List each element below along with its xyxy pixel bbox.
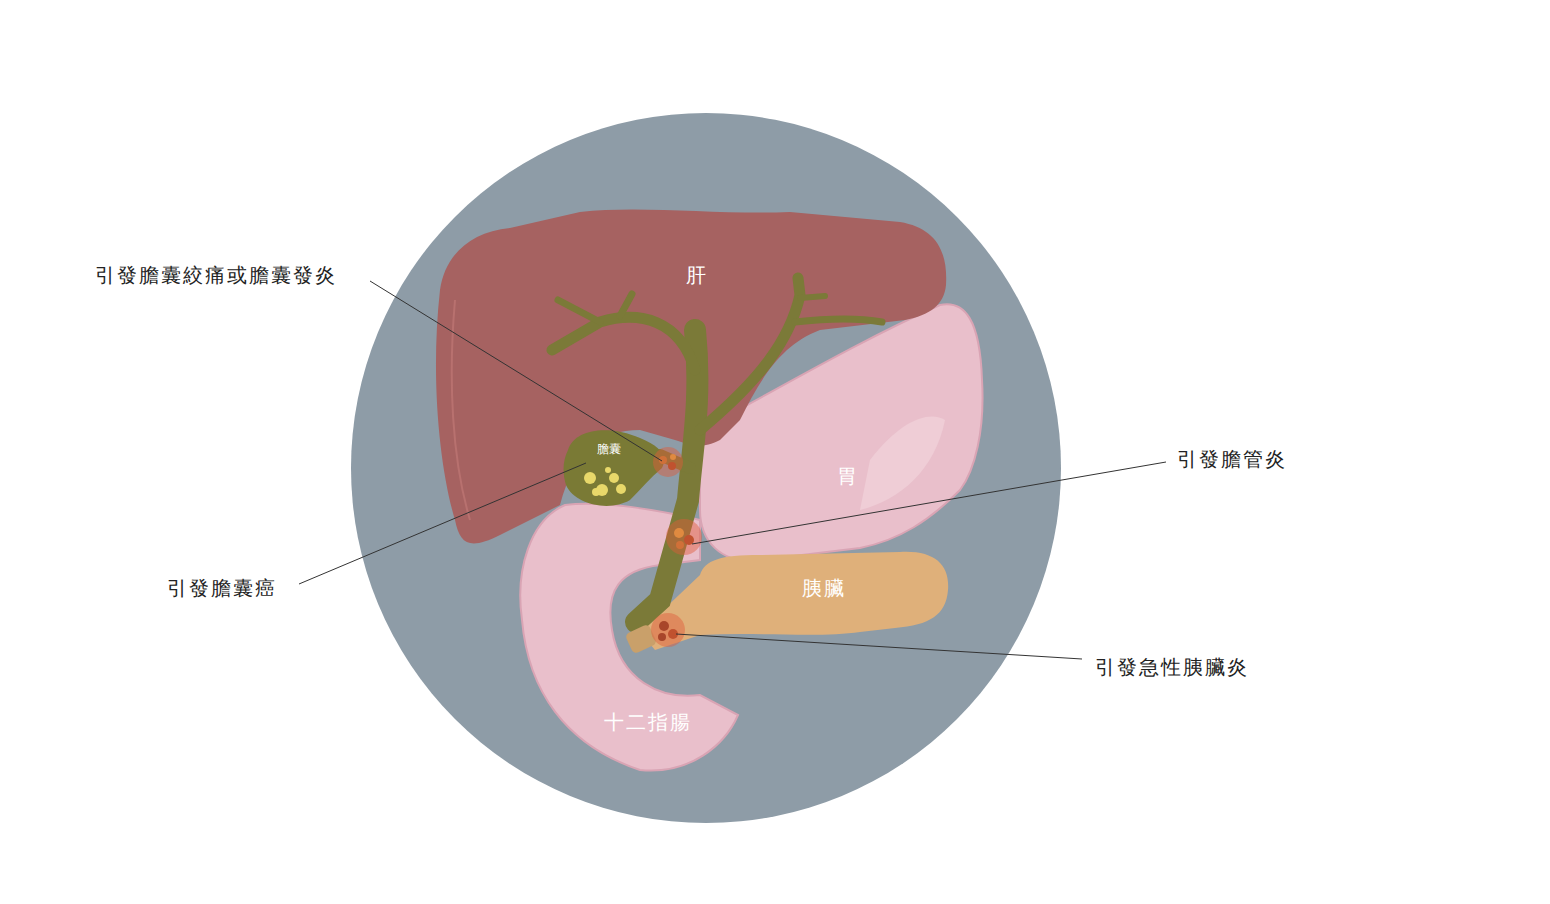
inflammation-glow <box>653 447 683 477</box>
leader-line <box>692 462 1166 544</box>
gallstone <box>605 467 611 473</box>
organ-label: 膽囊 <box>597 442 621 456</box>
organ-label: 十二指腸 <box>604 710 692 734</box>
stone <box>668 462 676 470</box>
callout-text: 引發膽管炎 <box>1177 447 1287 471</box>
stomach-highlight <box>860 416 945 510</box>
stone <box>670 454 676 460</box>
duct-branch <box>558 300 600 322</box>
inflammation-glow <box>651 613 685 647</box>
pancreas-shape <box>640 552 948 650</box>
duodenum-shape <box>520 504 738 771</box>
gallstone <box>592 488 600 496</box>
duct-branch <box>552 317 695 370</box>
stone <box>659 621 669 631</box>
duct-branch <box>620 294 632 316</box>
organ-label: 肝 <box>686 263 706 287</box>
gallstone <box>609 473 619 483</box>
gallstone <box>616 484 626 494</box>
stone <box>658 633 666 641</box>
leader-lines <box>299 281 1166 659</box>
leader-line <box>370 281 662 461</box>
bile-ducts <box>552 278 882 622</box>
stone <box>676 541 684 549</box>
duct-branch <box>800 296 825 298</box>
callout-text: 引發膽囊絞痛或膽囊發炎 <box>95 263 337 287</box>
leader-line <box>299 463 586 584</box>
callout-text: 引發膽囊癌 <box>167 576 277 600</box>
gallbladder-shape <box>564 430 664 506</box>
duct-branch <box>700 278 800 430</box>
inflamed-stones <box>651 447 702 647</box>
inflammation-glow <box>666 519 702 555</box>
callout-text: 引發急性胰臟炎 <box>1095 655 1249 679</box>
background-circle <box>351 113 1061 823</box>
leader-line <box>676 634 1082 659</box>
duct-branch <box>795 319 882 322</box>
gallstones <box>584 467 626 496</box>
organ-label: 胃 <box>837 464 857 488</box>
gallstone <box>584 472 596 484</box>
stone <box>674 528 684 538</box>
organ-label: 胰臟 <box>802 576 846 600</box>
